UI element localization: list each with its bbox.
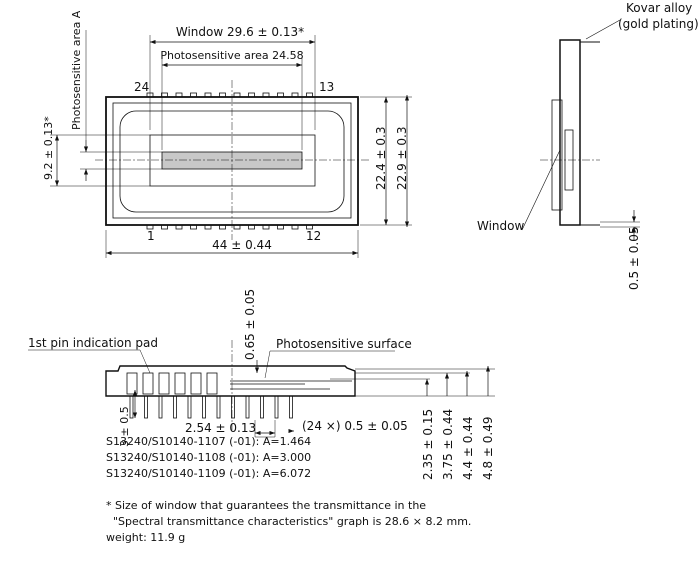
- dim-4-8: 4.8 ± 0.49: [481, 417, 495, 481]
- dim-3-75: 3.75 ± 0.44: [441, 409, 455, 480]
- pin-cavity: [190, 372, 202, 395]
- weight: weight: 11.9 g: [106, 531, 186, 544]
- window-rect: [149, 134, 316, 187]
- pin-cavity: [126, 372, 138, 395]
- window-dimension: Window 29.6 ± 0.13*: [176, 25, 304, 39]
- surface-label: Photosensitive surface: [276, 337, 412, 351]
- side-window-label: Window: [477, 219, 525, 233]
- pin-1-label: 1: [147, 229, 155, 243]
- notes: S13240/S10140-1107 (-01): A=1.464 S13240…: [106, 434, 471, 546]
- dim-2-35: 2.35 ± 0.15: [421, 409, 435, 480]
- plating-label: (gold plating): [618, 17, 699, 31]
- surface-depth-dimension: 0.65 ± 0.05: [243, 289, 257, 360]
- model-1109: S13240/S10140-1109 (-01): A=6.072: [106, 467, 312, 480]
- pin-cavity: [142, 372, 154, 395]
- pin-cavity: [174, 372, 186, 395]
- pin: [173, 395, 177, 419]
- pin: [274, 395, 279, 419]
- pin-pad-label: 1st pin indication pad: [28, 336, 158, 350]
- lid-thickness-dimension: 0.5 ± 0.05: [627, 227, 641, 291]
- pin-12-label: 12: [306, 229, 321, 243]
- pin-cavity: [158, 372, 170, 395]
- pin: [216, 395, 221, 419]
- footnote-line-2: "Spectral transmittance characteristics"…: [106, 515, 472, 528]
- side-view: [521, 19, 640, 240]
- inner-height-dimension: 22.4 ± 0.3: [374, 127, 388, 191]
- model-1108: S13240/S10140-1108 (-01): A=3.000: [106, 451, 312, 464]
- photosensitive-dimension: Photosensitive area 24.58: [160, 49, 303, 62]
- pin: [231, 395, 235, 419]
- pin: [202, 395, 206, 419]
- pin: [144, 395, 148, 419]
- pin-length-dimension: 3 ± 0.5: [118, 406, 131, 447]
- outer-height-dimension: 22.9 ± 0.3: [395, 127, 409, 191]
- width-dimension: 44 ± 0.44: [212, 238, 272, 252]
- front-view: [28, 340, 495, 438]
- pin-24-label: 24: [134, 80, 149, 94]
- pin: [187, 395, 192, 419]
- pin-13-label: 13: [319, 80, 334, 94]
- footnote-line-1: * Size of window that guarantees the tra…: [106, 499, 427, 512]
- pitch-dimension: 2.54 ± 0.13: [185, 421, 256, 435]
- pin: [245, 395, 250, 419]
- pin-width-dimension: (24 ×) 0.5 ± 0.05: [302, 419, 408, 433]
- pin-cavity: [206, 372, 218, 395]
- kovar-label: Kovar alloy: [626, 1, 692, 15]
- pin: [289, 395, 293, 419]
- pin: [158, 395, 163, 419]
- model-1107: S13240/S10140-1107 (-01): A=1.464: [106, 435, 312, 448]
- top-view: [50, 30, 412, 258]
- dim-4-4: 4.4 ± 0.44: [461, 417, 475, 481]
- window-height-dimension: 9.2 ± 0.13*: [42, 116, 55, 180]
- pin: [260, 395, 264, 419]
- area-a-label: Photosensitive area A: [70, 10, 83, 130]
